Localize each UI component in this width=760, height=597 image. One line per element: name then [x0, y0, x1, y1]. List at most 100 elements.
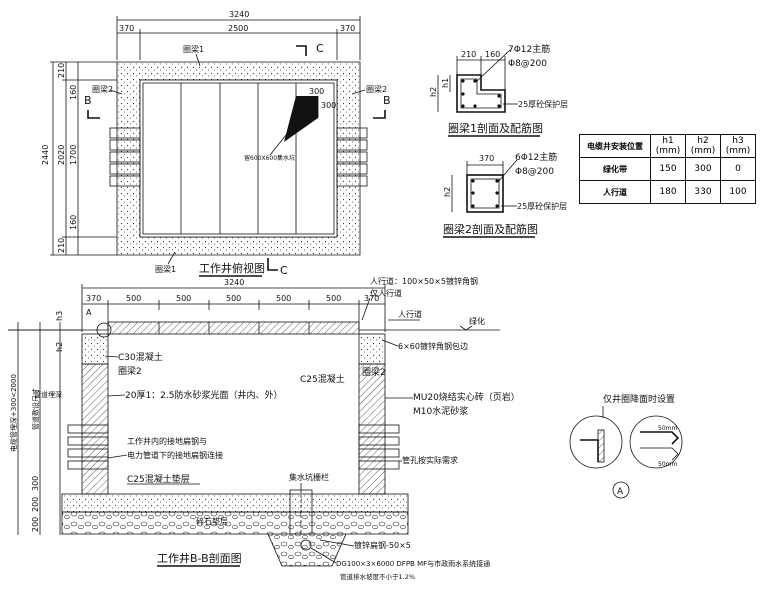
dim-text: 370 — [364, 294, 379, 303]
dim-text: 2500 — [228, 24, 248, 33]
pit-dim-text: 300 — [321, 101, 336, 110]
detail-a-circle — [96, 322, 112, 338]
sump-pit-shape — [284, 96, 318, 142]
wall-right — [358, 363, 386, 495]
dim-text: 370 — [119, 24, 134, 33]
beam2-right-sec: 圈梁2 — [362, 366, 386, 378]
section-b-right: B — [383, 94, 391, 107]
detail-angle-right-2 — [640, 447, 679, 461]
section-c-bottom-mark — [267, 258, 278, 271]
c30-label: C30混凝土 — [118, 351, 163, 363]
table-cell: 180 — [650, 180, 686, 204]
table-cell: 330 — [685, 180, 721, 204]
pipe-hole-label: 管孔按实际需求 — [402, 455, 458, 465]
plaster-label: 20厚1：2.5防水砂浆光面（井内、外） — [125, 389, 283, 401]
mu20-label: MU20烧结实心砖（页岩） — [413, 391, 520, 403]
plan-title: 工作井俯视图 — [199, 261, 265, 275]
beam2-right-label: 圈梁2 — [366, 85, 387, 94]
c25-pad-label: C25混凝土垫层 — [127, 473, 190, 485]
dim-text: 210 — [57, 238, 66, 253]
c25-pad — [61, 493, 409, 513]
sidewalk-note-2: 仅人行道 — [370, 288, 402, 298]
table-cell: 300 — [685, 157, 721, 181]
table-cell: 150 — [650, 157, 686, 181]
dim-text: 1700 — [69, 145, 78, 165]
dim-text: 500 — [226, 294, 241, 303]
beam2-bars — [471, 179, 499, 208]
beam1-main-bars: 7Φ12主筋 — [508, 43, 550, 55]
grounding-label-2: 电力管道下的接地扁钢连接 — [127, 450, 223, 460]
table-header: 电缆井安装位置 — [579, 134, 651, 158]
detail-dim-2: 50mm — [658, 461, 677, 468]
c25-label: C25混凝土 — [300, 373, 345, 385]
beam1-cover: 25厚砼保护层 — [518, 99, 568, 109]
leader-line — [497, 159, 518, 183]
dim-text: 210 — [461, 50, 476, 59]
dim-text: 200 — [31, 497, 40, 512]
beam1-bottom-label: 圈梁1 — [155, 265, 176, 274]
cover-slab — [107, 321, 360, 335]
pit-dim-text: 300 — [309, 87, 324, 96]
table-cell: 0 — [720, 157, 756, 181]
dim-text: 管道敷设尺寸 — [31, 388, 40, 430]
right-pipe-stack — [336, 127, 368, 187]
dim-text: 3240 — [229, 10, 249, 19]
detail-dim-1: 50mm — [658, 425, 677, 432]
leader-line — [109, 89, 123, 95]
wall-left — [81, 363, 109, 495]
beam1-title: 圈梁1剖面及配筋图 — [448, 121, 543, 135]
detail-wall-left — [597, 429, 605, 463]
beam1-outline — [456, 74, 506, 113]
section-view: 3240 370 500 500 500 500 500 370 h3 h2 电… — [8, 276, 520, 581]
table-header-row: 电缆井安装位置 h1 (mm) h2 (mm) h3 (mm) — [579, 134, 756, 158]
angle-label: 6×60镀锌角钢包边 — [398, 341, 468, 351]
leader-line — [475, 49, 511, 83]
section-c-top-mark — [296, 45, 307, 56]
leader-line — [167, 251, 176, 265]
grade-mark — [459, 325, 473, 331]
dim-text: 200 — [31, 517, 40, 532]
dim-text: h2 — [429, 87, 438, 97]
beam2-title: 圈梁2剖面及配筋图 — [443, 222, 538, 236]
dim-text: 2440 — [41, 145, 50, 165]
flat-steel-label: 镀锌扁钢-50×5 — [354, 540, 411, 550]
dim-text: 电缆管埋深+300<2000 — [9, 374, 18, 452]
right-pipe-holes — [358, 424, 400, 470]
detail-marker: A — [617, 487, 624, 497]
table-header: h1 (mm) — [650, 134, 686, 158]
beam2-stirrup-label: Φ8@200 — [515, 167, 554, 177]
dim-text: 500 — [326, 294, 341, 303]
beam2-section: 370 h2 6Φ12主筋 Φ8@200 25厚砼保护层 圈梁2剖面及配筋图 — [443, 151, 567, 238]
pit-grate-label: 集水坑栅栏 — [289, 472, 329, 482]
leader-line — [107, 454, 128, 459]
section-c-bottom: C — [280, 264, 288, 277]
detail-angle-right — [640, 431, 680, 445]
left-pipe-stack — [109, 127, 141, 187]
detail-marker-circle — [612, 481, 630, 499]
dim-text: 2020 — [57, 145, 66, 165]
section-b-left-mark — [87, 110, 100, 119]
table-header: h3 (mm) — [720, 134, 756, 158]
beam1-section: 210 160 h1 h2 7Φ12主筋 Φ8@200 25厚砼保护层 圈梁1剖… — [429, 43, 568, 137]
leader-line — [269, 129, 291, 156]
detail-a: 仅井圈降面时设置 50mm 50mm A — [569, 393, 683, 499]
leader-line — [310, 547, 337, 564]
dim-text: h3 — [55, 311, 64, 321]
dim-text: 160 — [69, 215, 78, 230]
table-cell: 绿化带 — [579, 157, 651, 181]
leader-line — [319, 539, 355, 547]
leader-line — [195, 53, 201, 67]
ring-beam-right — [358, 333, 386, 365]
detail-circle-right — [629, 415, 683, 469]
section-c-top: C — [316, 42, 324, 55]
ring-beam-left — [81, 333, 109, 365]
dim-text: 210 — [57, 63, 66, 78]
table-header: h2 (mm) — [685, 134, 721, 158]
sidewalk-label: 人行道 — [398, 309, 422, 319]
leader-line — [381, 339, 399, 347]
beam2-stirrup — [470, 178, 500, 209]
m10-label: M10水泥砂浆 — [413, 405, 468, 417]
leader-line — [104, 355, 119, 358]
drain-pipe — [300, 539, 312, 551]
